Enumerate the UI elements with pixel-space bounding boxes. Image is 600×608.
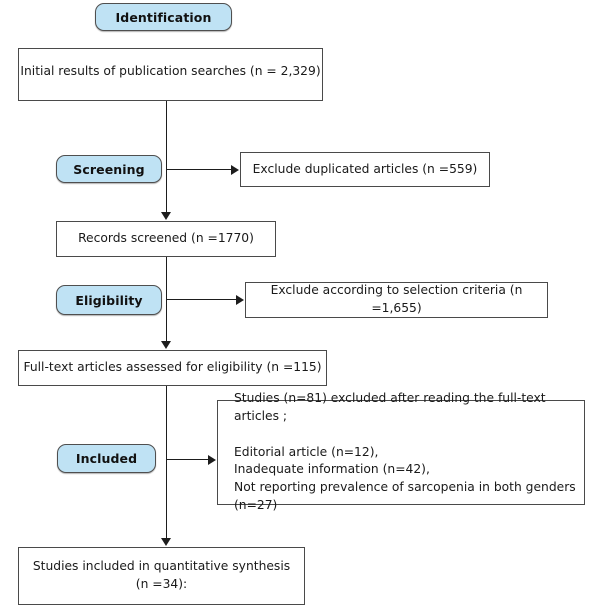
connector-line-initial-to-records bbox=[166, 101, 167, 213]
arrowhead-final-synthesis bbox=[161, 538, 171, 546]
stage-badge-identification: Identification bbox=[95, 3, 232, 31]
box-records-screened-text: Records screened (n =1770) bbox=[78, 231, 254, 246]
box-initial-results: Initial results of publication searches … bbox=[18, 48, 323, 101]
stage-badge-eligibility: Eligibility bbox=[56, 285, 162, 315]
box-fulltext-assessed-text: Full-text articles assessed for eligibil… bbox=[23, 360, 322, 375]
arrowhead-exclude-criteria bbox=[236, 295, 244, 305]
box-exclude-duplicates: Exclude duplicated articles (n =559) bbox=[240, 152, 490, 187]
arrowhead-fulltext-assessed bbox=[161, 341, 171, 349]
stage-badge-included: Included bbox=[57, 444, 156, 473]
box-exclude-duplicates-text: Exclude duplicated articles (n =559) bbox=[252, 161, 478, 176]
connector-line-screening-branch bbox=[167, 169, 232, 170]
arrowhead-excluded-details bbox=[208, 455, 216, 465]
stage-badge-screening: Screening bbox=[56, 155, 162, 183]
box-final-synthesis: Studies included in quantitative synthes… bbox=[18, 547, 305, 605]
box-exclude-criteria: Exclude according to selection criteria … bbox=[245, 282, 548, 318]
box-excluded-details-text: Studies (n=81) excluded after reading th… bbox=[234, 391, 576, 513]
arrowhead-exclude-duplicates bbox=[231, 165, 239, 175]
box-fulltext-assessed: Full-text articles assessed for eligibil… bbox=[18, 350, 327, 386]
box-excluded-details: Studies (n=81) excluded after reading th… bbox=[217, 391, 585, 512]
box-exclude-criteria-text: Exclude according to selection criteria … bbox=[270, 283, 523, 315]
arrowhead-records-screened bbox=[161, 212, 171, 220]
connector-line-fulltext-to-final bbox=[166, 386, 167, 539]
box-records-screened: Records screened (n =1770) bbox=[56, 221, 276, 257]
box-final-synthesis-text: Studies included in quantitative synthes… bbox=[32, 559, 291, 591]
box-initial-results-text: Initial results of publication searches … bbox=[20, 64, 321, 78]
connector-line-eligibility-branch bbox=[167, 299, 237, 300]
connector-line-included-branch bbox=[167, 459, 209, 460]
connector-line-records-to-fulltext bbox=[166, 257, 167, 342]
